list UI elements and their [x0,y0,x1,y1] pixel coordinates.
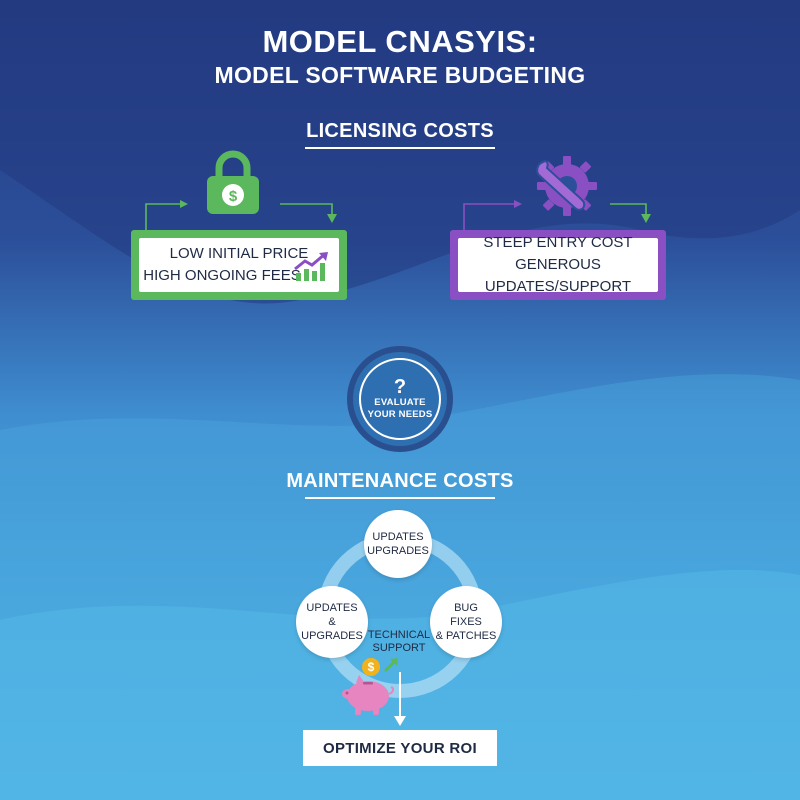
cycle-right-line2: FIXES [450,616,482,628]
licensing-card-steep-entry-body: STEEP ENTRY COST GENEROUS UPDATES/SUPPOR… [458,234,658,295]
svg-text:$: $ [229,188,238,205]
licensing-card-low-initial: LOW INITIAL PRICE HIGH ONGOING FEES [131,230,347,300]
evaluate-needs-badge: ? EVALUATE YOUR NEEDS [347,346,453,452]
page-subtitle: MODEL SOFTWARE BUDGETING [214,62,586,88]
left-connector-arrows [145,200,337,230]
licensing-card-steep-entry: STEEP ENTRY COST GENEROUS UPDATES/SUPPOR… [450,230,666,300]
low-initial-price-text: LOW INITIAL PRICE [169,245,309,262]
right-connector-arrows [463,200,651,230]
generous-updates-text: GENEROUS UPDATES/SUPPORT [484,256,632,295]
your-needs-text: YOUR NEEDS [367,409,433,420]
evaluate-needs-inner: ? EVALUATE YOUR NEEDS [359,358,441,440]
page-title: MODEL CNASYIS: [262,24,538,59]
technical-support-label: TECHNICAL SUPPORT [359,629,439,655]
arrow-up-right-icon [383,658,398,673]
cycle-top-line1: UPDATES [372,531,424,543]
cycle-node-bug-fixes: BUG FIXES & PATCHES [430,586,502,658]
down-arrow-icon [394,672,406,726]
question-mark-icon: ? [393,376,407,398]
gear-wrench-icon [536,156,597,216]
technical-text: TECHNICAL [367,629,431,641]
high-ongoing-fees-text: HIGH ONGOING FEES [143,267,301,284]
cycle-right-line3: & PATCHES [435,630,497,642]
optimize-roi-box: OPTIMIZE YOUR ROI [303,730,497,766]
coin-symbol: $ [367,660,375,674]
cycle-node-updates-upgrades-left: UPDATES & UPGRADES [296,586,368,658]
piggy-bank-icon [342,675,395,715]
cycle-left-line2: & UPGRADES [301,616,363,642]
maintenance-underline [305,497,495,499]
cycle-left-line1: UPDATES [306,602,358,614]
coin-icon: $ [362,658,380,676]
licensing-heading: LICENSING COSTS [306,120,494,142]
support-text: SUPPORT [372,642,426,654]
licensing-card-low-initial-body: LOW INITIAL PRICE HIGH ONGOING FEES [139,238,339,292]
cycle-right-line1: BUG [454,602,478,614]
maintenance-heading: MAINTENANCE COSTS [286,470,514,492]
steep-entry-cost-text: STEEP ENTRY COST [483,234,633,251]
licensing-underline [305,147,495,149]
trend-up-chart-icon [294,252,328,281]
lock-dollar-icon: $ [207,150,259,214]
cycle-node-updates-upgrades-top: UPDATES UPGRADES [364,510,432,578]
evaluate-text: EVALUATE [374,397,426,408]
cycle-top-line2: UPGRADES [367,545,429,557]
